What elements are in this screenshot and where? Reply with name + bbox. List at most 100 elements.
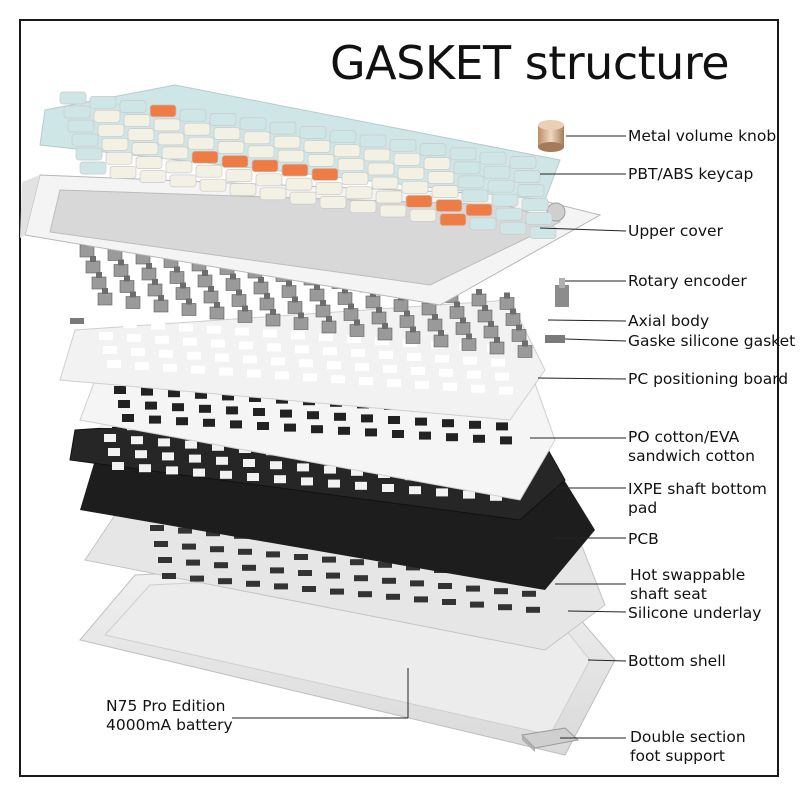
- switch: [79, 244, 95, 258]
- switch: [231, 294, 247, 307]
- hole: [347, 335, 361, 344]
- switch: [181, 303, 197, 316]
- keycap: [97, 123, 125, 137]
- switch: [399, 315, 415, 328]
- hole: [267, 343, 281, 352]
- hole: [131, 347, 145, 356]
- switch: [511, 329, 527, 342]
- hole: [149, 415, 161, 424]
- hole: [123, 319, 137, 328]
- switch: [499, 297, 515, 310]
- hole: [195, 390, 207, 399]
- switch-stem: [488, 321, 494, 327]
- hole: [471, 384, 485, 393]
- hole: [379, 351, 393, 359]
- hole: [383, 365, 397, 373]
- hole: [463, 490, 475, 499]
- switch-stem: [152, 279, 158, 285]
- switch-stem: [186, 298, 192, 305]
- keycap: [409, 208, 437, 222]
- keycap: [71, 133, 99, 147]
- switch-stem: [510, 308, 516, 315]
- switch: [287, 301, 303, 314]
- keycap: [333, 144, 361, 158]
- switch: [293, 317, 309, 330]
- switch-stem: [320, 300, 326, 306]
- keycap: [419, 143, 447, 156]
- hole: [247, 369, 261, 378]
- label-metal-volume-knob: Metal volume knob: [628, 127, 777, 145]
- switch: [377, 327, 393, 341]
- hole: [382, 484, 394, 492]
- hole: [494, 588, 508, 595]
- keycap: [303, 140, 331, 153]
- switch-stem: [96, 272, 102, 278]
- hole: [193, 468, 205, 477]
- hole: [158, 438, 170, 447]
- label-battery-line1: N75 Pro Edition: [106, 697, 226, 715]
- hole: [270, 567, 284, 574]
- hole: [291, 331, 305, 340]
- label-keycap: PBT/ABS keycap: [628, 165, 754, 183]
- keycap: [521, 198, 549, 211]
- label-gasket: Gaske silicone gasket: [628, 332, 796, 350]
- keycap: [509, 156, 537, 169]
- keycap: [499, 221, 527, 235]
- hole: [355, 481, 367, 490]
- hole: [187, 351, 201, 360]
- hole: [183, 337, 197, 346]
- hole: [442, 419, 454, 428]
- keycap: [281, 163, 309, 177]
- keycap: [435, 199, 463, 212]
- keycap: [79, 161, 107, 175]
- switch: [259, 297, 275, 311]
- switch: [321, 320, 337, 334]
- keycap: [299, 126, 327, 139]
- hole: [295, 345, 309, 354]
- hole: [411, 366, 425, 375]
- hole: [243, 355, 257, 364]
- hole: [215, 353, 229, 362]
- hole: [407, 352, 421, 361]
- switch-stem: [292, 296, 298, 303]
- hole: [249, 394, 261, 402]
- keycap: [225, 169, 253, 182]
- switch-stem: [438, 330, 444, 336]
- hole: [438, 583, 452, 589]
- hole: [222, 392, 234, 401]
- keycap: [153, 118, 181, 132]
- hole: [301, 477, 313, 486]
- keycap: [221, 155, 249, 168]
- hole: [122, 414, 134, 422]
- keycap: [349, 200, 377, 214]
- hole: [210, 546, 224, 553]
- hole: [145, 401, 157, 410]
- keycap: [131, 142, 159, 155]
- switch-stem: [354, 319, 360, 326]
- hole: [206, 530, 220, 537]
- keycap: [469, 217, 497, 231]
- label-foot-line2: foot support: [630, 747, 725, 765]
- rotary-encoder-part: [555, 278, 569, 307]
- hole: [323, 347, 337, 356]
- keycap: [157, 132, 185, 146]
- keycap: [229, 183, 257, 196]
- keycap: [389, 138, 417, 152]
- hole: [199, 404, 211, 413]
- hole: [327, 361, 341, 370]
- label-ixpe-line1: IXPE shaft bottom: [628, 480, 767, 498]
- switch-stem: [460, 317, 466, 324]
- hole: [406, 564, 420, 571]
- hole: [230, 420, 242, 429]
- keycap: [431, 185, 459, 198]
- hole: [378, 561, 392, 568]
- silicone-gasket-part: [70, 318, 565, 343]
- label-hotswap-line1: Hot swappable: [630, 566, 746, 584]
- hole: [303, 373, 317, 382]
- hole: [207, 325, 221, 334]
- keycap: [101, 137, 129, 151]
- switch-stem: [410, 326, 416, 333]
- pc-board-layer: [59, 299, 546, 421]
- hole: [307, 411, 319, 420]
- hole: [274, 583, 288, 590]
